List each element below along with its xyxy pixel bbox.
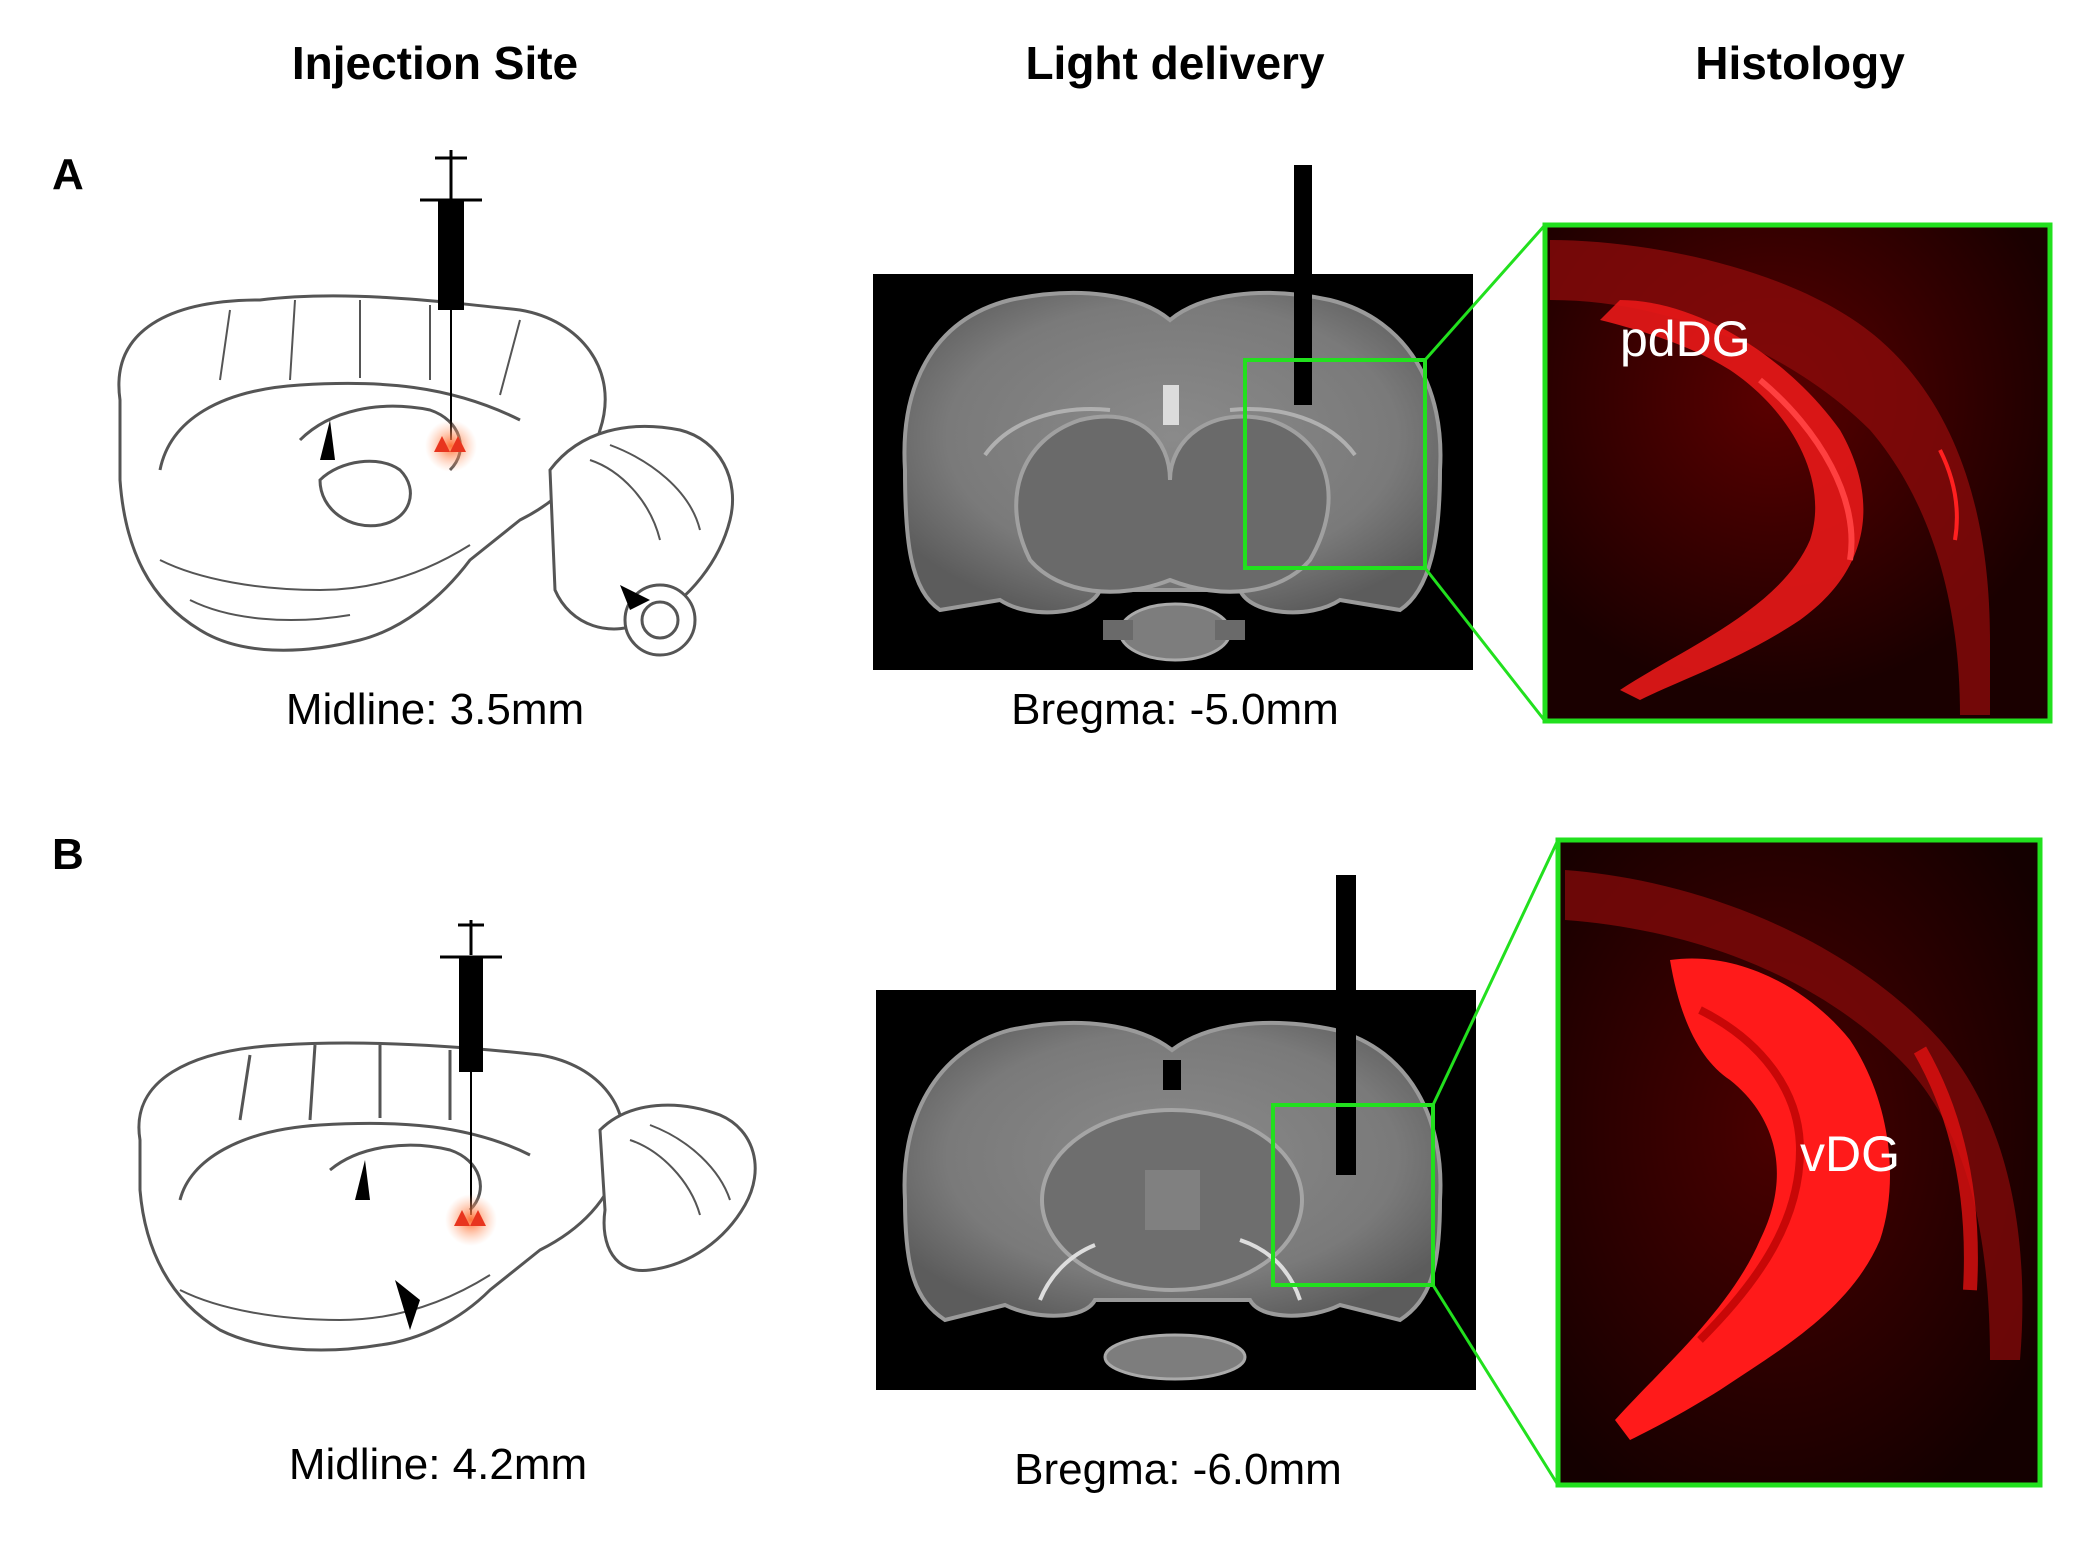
injection-site-marker-b [445, 1194, 497, 1246]
sagittal-atlas-b [137, 1041, 757, 1352]
zoom-connector-top-b [1431, 839, 1560, 1106]
histology-image-b [1558, 840, 2040, 1485]
column-header-light-delivery: Light delivery [1025, 37, 1325, 89]
optic-fiber-a [1294, 165, 1312, 405]
sagittal-atlas-a [117, 294, 735, 657]
zoom-box-a [1243, 358, 1427, 570]
region-label-vdg: vDG [1800, 1126, 1900, 1182]
histology-image-a [1545, 225, 2050, 721]
zoom-connector-bottom-a [1423, 567, 1547, 722]
panel-letter-a: A [52, 150, 84, 199]
caption-bregma-b: Bregma: -6.0mm [1014, 1445, 1342, 1494]
histology-frame-b [1555, 837, 2043, 1488]
zoom-box-b [1271, 1103, 1435, 1287]
syringe-icon-b [440, 920, 502, 1215]
optic-fiber-b [1336, 875, 1356, 1175]
injection-site-marker-a [425, 420, 477, 472]
histology-frame-a [1542, 222, 2053, 724]
mri-coronal-a [873, 274, 1473, 670]
caption-midline-a: Midline: 3.5mm [285, 685, 585, 734]
column-header-histology: Histology [1695, 37, 1905, 89]
panel-letter-b: B [52, 830, 84, 879]
syringe-icon-a [420, 150, 482, 440]
caption-midline-b: Midline: 4.2mm [288, 1440, 588, 1489]
zoom-connector-top-a [1423, 224, 1547, 361]
zoom-connector-bottom-b [1431, 1284, 1560, 1486]
region-label-pddg: pdDG [1620, 311, 1751, 367]
column-header-injection-site: Injection Site [291, 37, 579, 89]
caption-bregma-a: Bregma: -5.0mm [1011, 685, 1339, 734]
mri-coronal-b [876, 990, 1476, 1390]
